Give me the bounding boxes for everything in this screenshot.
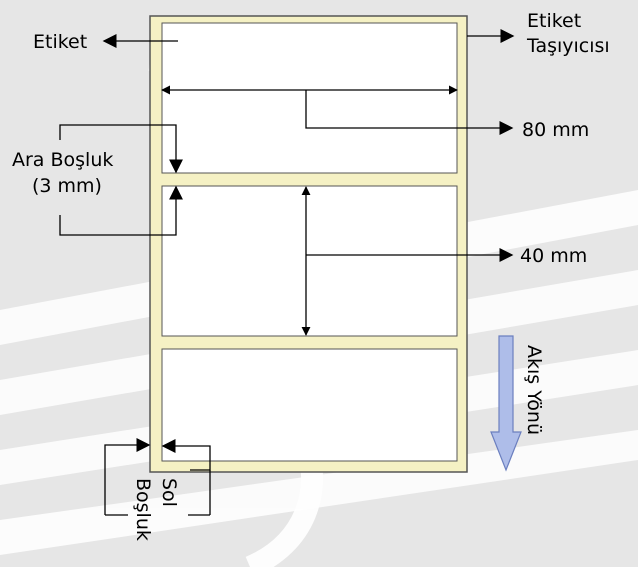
gap-label-line2: (3 mm) [32, 175, 102, 197]
gap-bracket-bottom [59, 185, 183, 236]
margin-bracket-left [104, 438, 151, 465]
label-3 [161, 348, 458, 462]
flow-direction-arrow [490, 335, 522, 472]
margin-label-line1: Sol [158, 478, 180, 507]
gap-bracket-top [59, 124, 183, 174]
width-leader [305, 90, 514, 135]
gap-label-line1: Ara Boşluk [12, 149, 113, 171]
carrier-label-line2: Taşıyıcısı [526, 35, 610, 57]
label-2 [161, 185, 458, 337]
flow-direction-label: Akış Yönü [523, 345, 545, 435]
width-label: 80 mm [522, 119, 589, 141]
label-1 [161, 22, 458, 174]
carrier-label-line1: Etiket [527, 10, 581, 32]
margin-bracket-right [161, 439, 211, 471]
height-label: 40 mm [520, 245, 587, 267]
etiket-label: Etiket [33, 31, 87, 53]
margin-label-line2: Boşluk [132, 478, 154, 541]
